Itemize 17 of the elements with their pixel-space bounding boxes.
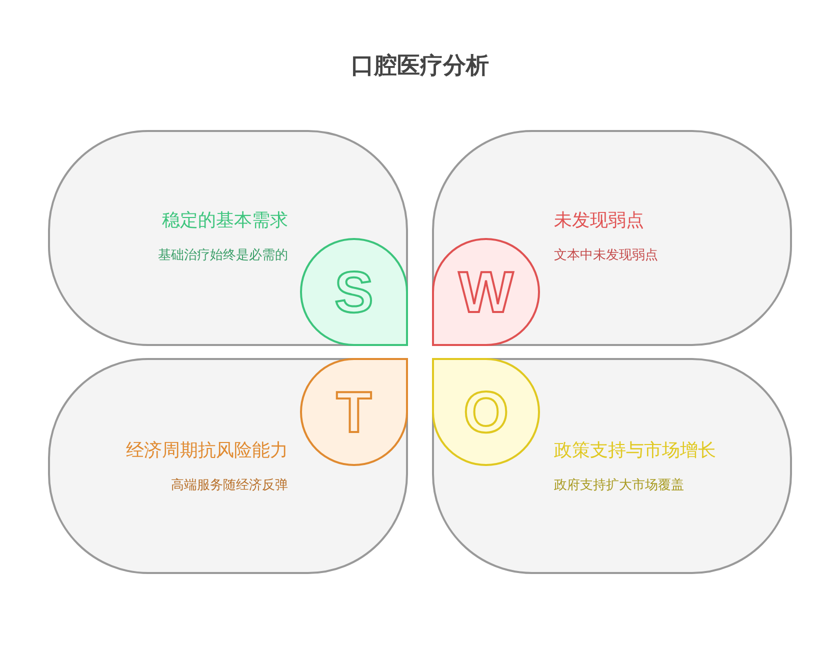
letter-badge: W — [432, 238, 540, 346]
quadrant-description: 文本中未发现弱点 — [554, 247, 658, 264]
diagram-title: 口腔医疗分析 — [350, 52, 490, 81]
letter-badge: T — [300, 358, 408, 466]
quadrant-card — [432, 358, 792, 574]
letter-badge: O — [432, 358, 540, 466]
quadrant-heading: 稳定的基本需求 — [162, 209, 288, 232]
quadrant-description: 政府支持扩大市场覆盖 — [554, 477, 684, 494]
quadrant-heading: 政策支持与市场增长 — [554, 439, 716, 462]
quadrant-description: 基础治疗始终是必需的 — [158, 247, 288, 264]
quadrant-heading: 未发现弱点 — [554, 209, 644, 232]
quadrant-description: 高端服务随经济反弹 — [171, 477, 288, 494]
quadrant-card — [432, 130, 792, 346]
quadrant-heading: 经济周期抗风险能力 — [126, 439, 288, 462]
quadrant-card — [48, 358, 408, 574]
letter-badge: S — [300, 238, 408, 346]
quadrant-card — [48, 130, 408, 346]
